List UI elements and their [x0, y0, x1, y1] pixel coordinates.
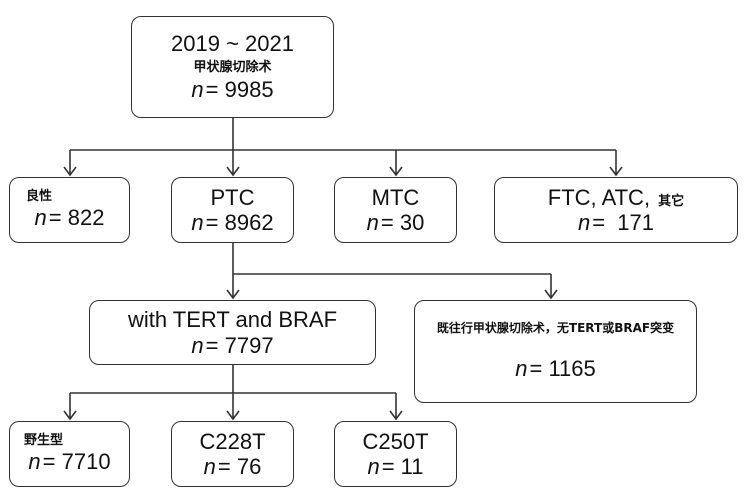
n-symbol: n [191, 210, 204, 235]
node-mtc-label: MTC [371, 184, 420, 210]
node-wild-type: 野生型 n = 7710 [9, 421, 130, 487]
node-c228t-label: C228T [199, 428, 266, 454]
node-c250t-count: n = 11 [367, 454, 423, 479]
arrowhead-c250t [389, 410, 403, 421]
count-value: = 7710 [42, 448, 111, 474]
count-value: = 30 [380, 210, 425, 235]
n-symbol: n [366, 210, 379, 235]
node-excluded: 既往行甲状腺切除术，无TERT或BRAF突变 n = 1165 [414, 300, 697, 403]
node-ptc: PTC n = 8962 [171, 177, 294, 243]
node-wild-type-count: n = 7710 [28, 449, 110, 474]
node-other: FTC, ATC, 其它 n = 171 [494, 177, 738, 243]
n-symbol: n [203, 454, 216, 479]
arrowhead-mtc [389, 166, 403, 177]
node-c250t-label: C250T [362, 428, 429, 454]
node-ptc-label: PTC [210, 184, 255, 210]
node-c250t: C250T n = 11 [334, 421, 457, 487]
node-other-count: n = 171 [578, 210, 654, 235]
node-benign-label: 良性 [26, 188, 53, 204]
count-value: = 822 [48, 204, 105, 230]
node-root: 2019 ~ 2021 甲状腺切除术 n = 9985 [131, 16, 334, 118]
node-other-label-others: 其它 [658, 193, 685, 209]
node-c228t-count: n = 76 [204, 454, 262, 479]
node-mtc: MTC n = 30 [334, 177, 457, 243]
count-value: = 171 [592, 210, 655, 235]
node-tert-braf-count: n = 7797 [191, 333, 273, 358]
node-benign: 良性 n = 822 [9, 177, 130, 243]
node-other-label-subtypes: FTC, ATC, [547, 184, 657, 210]
count-value: = 9985 [205, 77, 274, 103]
node-root-count: n = 9985 [191, 77, 273, 102]
node-root-period: 2019 ~ 2021 [171, 31, 294, 57]
n-symbol: n [191, 332, 204, 358]
arrowhead-benign [63, 166, 77, 177]
node-c228t: C228T n = 76 [171, 421, 294, 487]
node-mtc-count: n = 30 [367, 210, 425, 235]
node-other-label: FTC, ATC, 其它 [548, 185, 684, 210]
arrowhead-c228t [226, 410, 240, 421]
node-benign-count: n = 822 [35, 205, 105, 230]
arrowhead-wild [63, 410, 77, 421]
n-symbol: n [191, 77, 204, 103]
node-excluded-count: n = 1165 [515, 356, 596, 381]
n-symbol: n [367, 454, 380, 479]
node-excluded-label: 既往行甲状腺切除术，无TERT或BRAF突变 [436, 320, 675, 335]
arrowhead-other [609, 166, 623, 177]
count-value: = 7797 [205, 332, 274, 358]
n-symbol: n [515, 355, 528, 381]
node-root-procedure: 甲状腺切除术 [193, 59, 272, 75]
count-value: = 76 [217, 454, 262, 479]
arrowhead-ptc [226, 166, 240, 177]
node-ptc-count: n = 8962 [191, 210, 273, 235]
count-value: = 1165 [529, 355, 596, 381]
n-symbol: n [34, 204, 47, 230]
node-wild-type-label: 野生型 [24, 432, 64, 448]
arrowhead-excluded [544, 289, 558, 300]
node-tert-braf: with TERT and BRAF n = 7797 [89, 300, 376, 365]
node-tert-braf-label: with TERT and BRAF [127, 307, 338, 333]
n-symbol: n [577, 210, 591, 235]
arrowhead-tert-braf [226, 289, 240, 300]
n-symbol: n [28, 448, 41, 474]
count-value: = 8962 [205, 210, 274, 235]
count-value: = 11 [381, 454, 424, 479]
